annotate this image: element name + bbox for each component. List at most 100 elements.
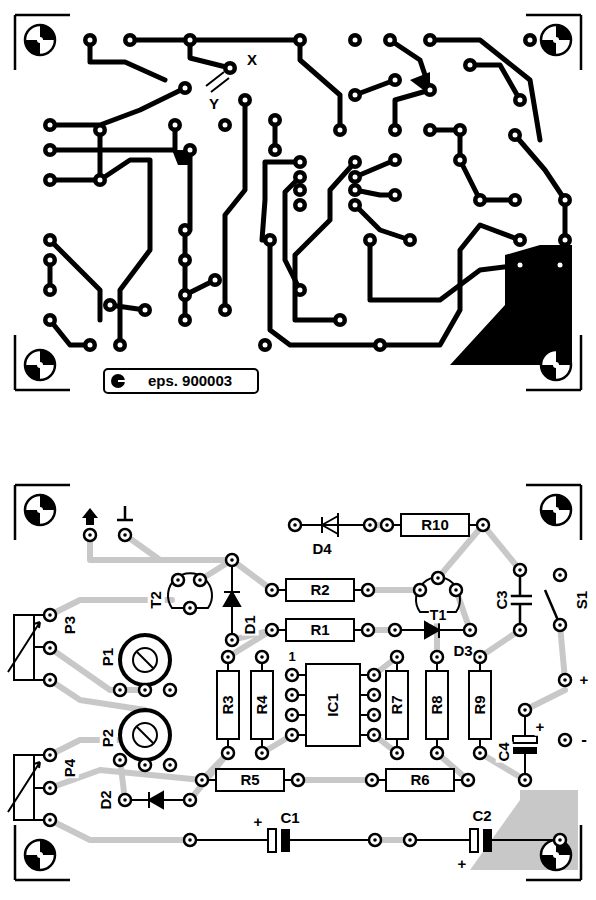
diode-symbol [125, 792, 190, 808]
component-pad [366, 774, 378, 786]
resistor-body: R8 [425, 670, 450, 740]
diode-symbol [395, 622, 470, 638]
solder-pad [348, 170, 362, 184]
drill-hole [168, 763, 172, 767]
part-label: R5 [240, 772, 259, 789]
solder-pad [178, 313, 192, 327]
resistor-body: R5 [215, 768, 285, 793]
copper-track [470, 65, 520, 100]
component-pad [519, 774, 531, 786]
copper-track [50, 88, 185, 125]
drill-hole [393, 78, 398, 83]
solder-pad [363, 233, 377, 247]
solder-pad [388, 123, 402, 137]
drill-hole [226, 655, 230, 659]
drill-hole [372, 673, 376, 677]
resistor-body: R1 [285, 618, 355, 643]
copper-track [380, 225, 520, 345]
drill-hole [296, 778, 300, 782]
resistor-body: R3 [216, 670, 241, 740]
solder-pad [293, 183, 307, 197]
drill-hole [268, 238, 273, 243]
component-pad [266, 584, 278, 596]
part-label: T2 [148, 590, 165, 610]
part-label: IC1 [325, 693, 342, 716]
track-shadow [90, 535, 232, 560]
drill-hole [468, 628, 472, 632]
solder-pad [348, 198, 362, 212]
copper-track [225, 100, 245, 310]
drill-hole [466, 778, 470, 782]
solder-pad [513, 233, 527, 247]
component-pad [139, 759, 151, 771]
drill-hole [338, 318, 343, 323]
part-label: + [579, 672, 590, 689]
drill-hole [273, 118, 278, 123]
trimmer-symbol [120, 635, 170, 760]
component-pad [44, 609, 56, 621]
copper-track [183, 230, 188, 320]
capacitor-lead [524, 710, 526, 780]
drill-hole [518, 98, 523, 103]
component-pad [139, 684, 151, 696]
drill-hole [338, 128, 343, 133]
drill-hole [528, 38, 533, 43]
copper-track [430, 130, 515, 200]
component-pad [514, 624, 526, 636]
copper-shadow-fill [470, 790, 578, 870]
part-label: - [580, 731, 588, 750]
component-pad [462, 774, 474, 786]
copper-track [190, 40, 230, 68]
drill-hole [293, 523, 297, 527]
drill-hole [353, 188, 358, 193]
component-pad [364, 519, 376, 531]
drill-hole [393, 128, 398, 133]
drill-hole [173, 123, 178, 128]
solder-pad [178, 81, 192, 95]
drill-hole [478, 655, 482, 659]
component-pad [286, 689, 298, 701]
solder-pad [83, 338, 97, 352]
drill-hole [183, 228, 188, 233]
solder-pad [453, 153, 467, 167]
copper-track [395, 90, 430, 130]
solder-pad [93, 173, 107, 187]
solder-pad [423, 83, 437, 97]
drill-hole [183, 86, 188, 91]
solder-pad [293, 33, 307, 47]
drill-hole [88, 38, 93, 43]
solder-pad [388, 73, 402, 87]
solder-pad [93, 123, 107, 137]
part-label: C4 [496, 741, 513, 762]
part-label: R3 [220, 695, 237, 714]
component-pad [514, 564, 526, 576]
part-label: X [246, 52, 258, 69]
component-pad [184, 834, 196, 846]
drill-hole [563, 738, 567, 742]
capacitor-symbol [470, 829, 478, 852]
component-pad [559, 734, 571, 746]
solder-pad [513, 93, 527, 107]
copper-track [270, 240, 380, 345]
drill-hole [48, 258, 53, 263]
solder-pad [348, 155, 362, 169]
drill-hole [128, 38, 133, 43]
drill-hole [353, 160, 358, 165]
drill-hole [228, 66, 233, 71]
component-pad [477, 519, 489, 531]
drill-hole [385, 523, 389, 527]
drill-hole [298, 203, 303, 208]
drill-hole [48, 148, 53, 153]
solder-pad [43, 313, 57, 327]
mounting-hole [25, 350, 55, 380]
component-pad [44, 642, 56, 654]
drill-hole [370, 778, 374, 782]
capacitor-symbol [513, 736, 537, 743]
component-pad [432, 572, 444, 584]
drill-hole [513, 198, 518, 203]
component-pad [519, 704, 531, 716]
component-pad [184, 794, 196, 806]
solder-pad [423, 123, 437, 137]
copper-track [370, 240, 520, 300]
